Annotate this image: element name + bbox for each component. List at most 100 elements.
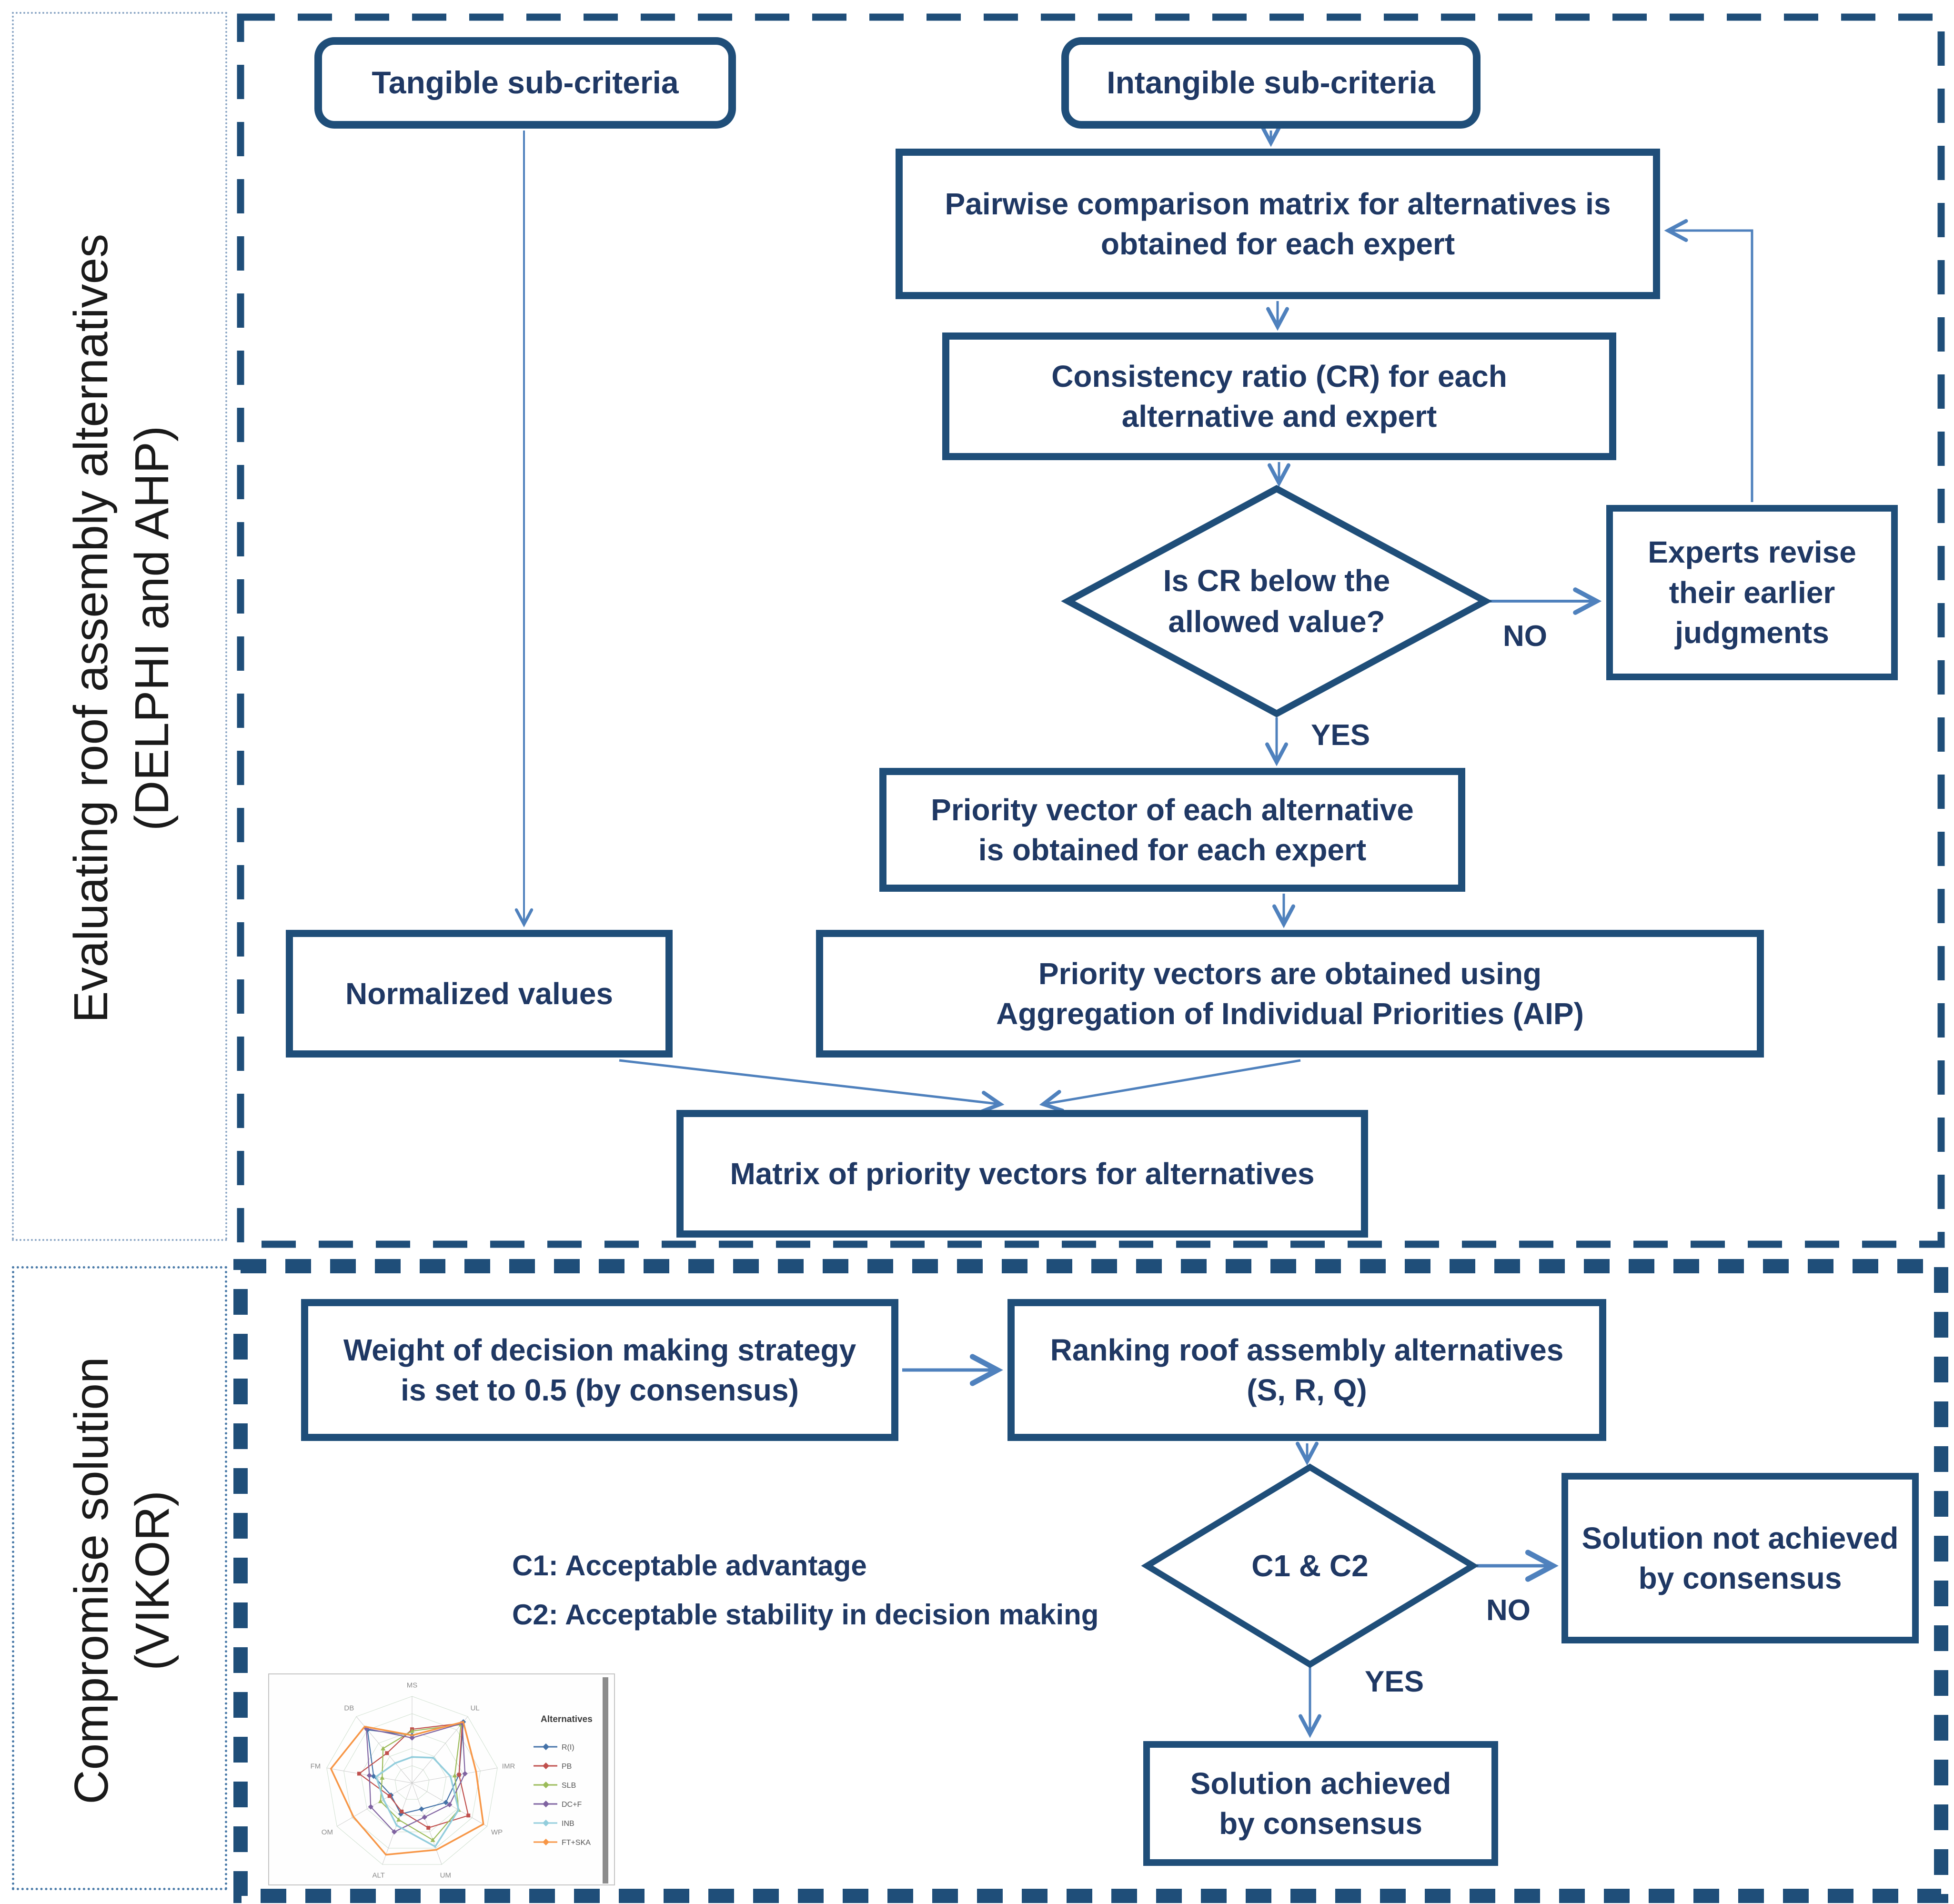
node-solution-achieved: Solution achieved by consensus xyxy=(1143,1741,1498,1866)
section-label-vikor-box: Compromise solution (VIKOR) xyxy=(12,1266,227,1890)
section-label-delphi-ahp-box: Evaluating roof assembly alternatives (D… xyxy=(12,12,227,1241)
edge-label-yes-top: YES xyxy=(1311,719,1370,752)
node-experts-revise: Experts revise their earlier judgments xyxy=(1606,505,1898,680)
radar-chart-svg: MSULIMRWPUMALTOMFMDB×××××××××Alternative… xyxy=(311,1677,608,1884)
arrow-aip-to-matrix xyxy=(1039,1059,1301,1113)
radar-legend-marker xyxy=(542,1781,550,1789)
radar-legend-label: FT+SKA xyxy=(562,1839,591,1847)
radar-axis-label: MS xyxy=(407,1681,418,1689)
radar-marker xyxy=(366,1773,373,1778)
arrow-experts-feedback-to-pairwise xyxy=(1664,219,1753,502)
radar-marker xyxy=(391,1829,397,1835)
vikor-section-border xyxy=(233,1259,1948,1903)
radar-legend-label: R(I) xyxy=(562,1743,574,1752)
radar-grid-ring xyxy=(326,1696,498,1865)
radar-marker xyxy=(430,1837,435,1842)
radar-axis-label: ALT xyxy=(372,1871,384,1879)
radar-axis-label: WP xyxy=(491,1828,503,1836)
radar-marker xyxy=(396,1817,401,1822)
radar-marker xyxy=(443,1800,449,1805)
node-ranking-alternatives: Ranking roof assembly alternatives (S, R… xyxy=(1007,1299,1606,1441)
radar-series-FT+SKA xyxy=(330,1721,484,1856)
radar-axis-label: IMR xyxy=(502,1762,515,1770)
radar-axis-label: UM xyxy=(440,1871,451,1879)
edge-label-no-bottom: NO xyxy=(1486,1594,1531,1627)
radar-legend-marker xyxy=(542,1800,550,1808)
radar-axis-spoke xyxy=(412,1783,442,1865)
radar-marker xyxy=(466,1813,471,1818)
radar-series-DC+F xyxy=(365,1723,466,1833)
radar-series-SLB xyxy=(380,1724,462,1841)
node-normalized-values: Normalized values xyxy=(286,930,673,1058)
radar-legend-marker xyxy=(542,1819,550,1827)
radar-axis-label: OM xyxy=(322,1828,333,1836)
edge-label-yes-bottom: YES xyxy=(1365,1665,1424,1698)
radar-marker xyxy=(400,1809,404,1813)
radar-grid-ring xyxy=(343,1713,481,1849)
radar-marker xyxy=(378,1799,383,1803)
radar-grid-ring xyxy=(360,1731,464,1833)
section-label-delphi-ahp: Evaluating roof assembly alternatives (D… xyxy=(64,233,179,1023)
radar-marker: × xyxy=(433,1844,436,1850)
c1c2-decision-label: C1 & C2 xyxy=(1251,1548,1369,1583)
radar-image-edge-bar xyxy=(603,1677,608,1884)
radar-marker xyxy=(387,1794,392,1798)
radar-marker: × xyxy=(432,1755,434,1761)
section-label-vikor: Compromise solution (VIKOR) xyxy=(65,1357,179,1804)
radar-marker xyxy=(462,1771,468,1777)
cr-decision-label: Is CR below the allowed value? xyxy=(1163,563,1390,639)
radar-axis-label: UL xyxy=(471,1704,480,1712)
node-pairwise-comparison: Pairwise comparison matrix for alternati… xyxy=(896,149,1660,299)
radar-legend-marker xyxy=(542,1838,550,1846)
radar-marker: × xyxy=(394,1761,397,1766)
radar-marker: × xyxy=(457,1807,460,1813)
radar-legend-label: DC+F xyxy=(562,1801,582,1809)
edge-label-no-top: NO xyxy=(1503,620,1547,653)
radar-axis-spoke xyxy=(412,1716,468,1783)
radar-marker: × xyxy=(375,1774,378,1780)
radar-marker xyxy=(422,1814,427,1820)
c1c2-decision-diamond xyxy=(1141,1463,1479,1668)
radar-marker xyxy=(357,1772,361,1776)
radar-marker: × xyxy=(395,1823,398,1829)
radar-legend-label: SLB xyxy=(562,1782,576,1790)
radar-marker xyxy=(419,1806,424,1812)
radar-marker xyxy=(426,1826,431,1830)
radar-legend-label: INB xyxy=(562,1820,574,1828)
radar-marker: × xyxy=(449,1774,452,1780)
radar-legend-marker xyxy=(542,1762,550,1770)
radar-marker xyxy=(380,1775,385,1780)
radar-grid-ring xyxy=(394,1765,430,1800)
node-weight-strategy: Weight of decision making strategy is se… xyxy=(301,1299,898,1441)
radar-marker xyxy=(457,1773,461,1777)
cr-decision-diamond xyxy=(1061,485,1492,717)
radar-marker xyxy=(385,1751,389,1755)
radar-grid-ring xyxy=(377,1748,447,1816)
radar-marker xyxy=(447,1802,453,1808)
radar-legend-label: PB xyxy=(562,1763,572,1771)
arrow-normalized-to-matrix xyxy=(619,1059,1005,1114)
radar-axis-label: FM xyxy=(311,1762,321,1770)
radar-marker xyxy=(410,1728,414,1733)
radar-marker: × xyxy=(411,1754,413,1760)
node-tangible-sub-criteria: Tangible sub-criteria xyxy=(314,37,736,129)
node-aip: Priority vectors are obtained using Aggr… xyxy=(816,930,1764,1058)
radar-axis-spoke xyxy=(337,1783,413,1827)
radar-series-PB xyxy=(358,1723,469,1829)
c1-c2-criteria-note: C1: Acceptable advantage C2: Acceptable … xyxy=(512,1550,1099,1631)
radar-marker xyxy=(368,1804,373,1810)
node-solution-not-achieved: Solution not achieved by consensus xyxy=(1561,1473,1919,1643)
radar-series-INB xyxy=(375,1756,460,1848)
node-matrix-priority-vectors: Matrix of priority vectors for alternati… xyxy=(676,1110,1368,1238)
radar-axis-spoke xyxy=(382,1783,413,1865)
delphi-ahp-section-border xyxy=(237,13,1945,1248)
node-intangible-sub-criteria: Intangible sub-criteria xyxy=(1061,37,1481,129)
radar-legend-marker xyxy=(542,1743,550,1751)
node-priority-vector: Priority vector of each alternative is o… xyxy=(879,768,1465,892)
radar-marker: × xyxy=(382,1797,385,1803)
radar-marker xyxy=(381,1746,386,1751)
node-consistency-ratio: Consistency ratio (CR) for each alternat… xyxy=(942,332,1616,460)
